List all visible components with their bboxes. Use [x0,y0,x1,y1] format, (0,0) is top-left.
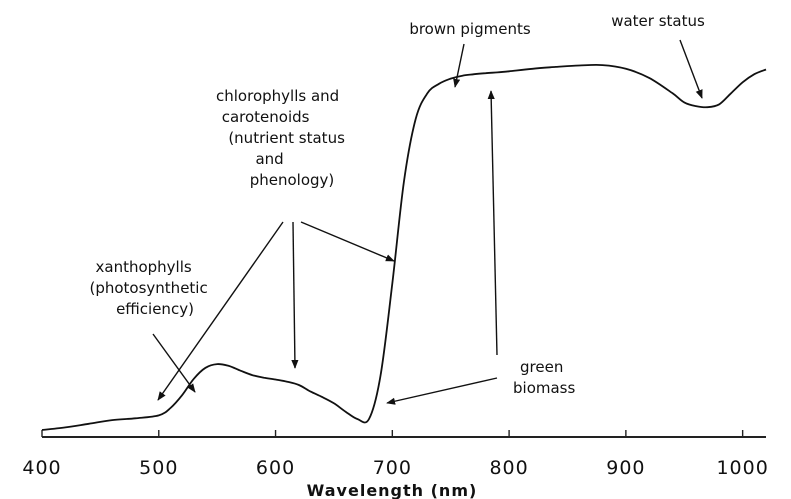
arrow-green-biomass-nir [487,90,498,356]
arrow-brown-pigments [453,43,465,88]
annotation-text: xanthophylls (photosynthetic efficiency) [89,258,212,318]
annotation-text: green biomass [513,358,575,397]
x-axis-tick-labels: 400 500 600 700 800 900 1000 [22,457,768,479]
x-tick-label-900: 900 [606,457,645,479]
annotation-text: water status [611,12,705,30]
x-axis-ticks [41,430,744,437]
arrow-water-status [679,39,703,99]
arrow-xanthophylls [152,333,196,393]
x-tick-label-500: 500 [139,457,178,479]
arrow-chloro-green [291,221,299,369]
arrow-chloro-rededge [300,221,395,262]
annotation-text: chlorophylls and carotenoids (nutrient s… [216,87,350,189]
annotation-brown-pigments: brown pigments [409,20,531,88]
x-tick-label-800: 800 [489,457,528,479]
annotation-chlorophylls: chlorophylls and carotenoids (nutrient s… [157,87,395,401]
x-tick-label-700: 700 [373,457,412,479]
x-tick-label-1000: 1000 [716,457,768,479]
x-tick-label-400: 400 [22,457,61,479]
annotation-water-status: water status [611,12,705,99]
reflectance-curve [41,63,767,431]
annotation-text: brown pigments [409,20,531,38]
annotation-green-biomass: green biomass [386,90,575,405]
x-tick-label-600: 600 [256,457,295,479]
arrow-green-biomass-red [386,377,498,405]
x-axis-label: Wavelength (nm) [307,481,478,499]
annotation-xanthophylls: xanthophylls (photosynthetic efficiency) [89,258,212,393]
